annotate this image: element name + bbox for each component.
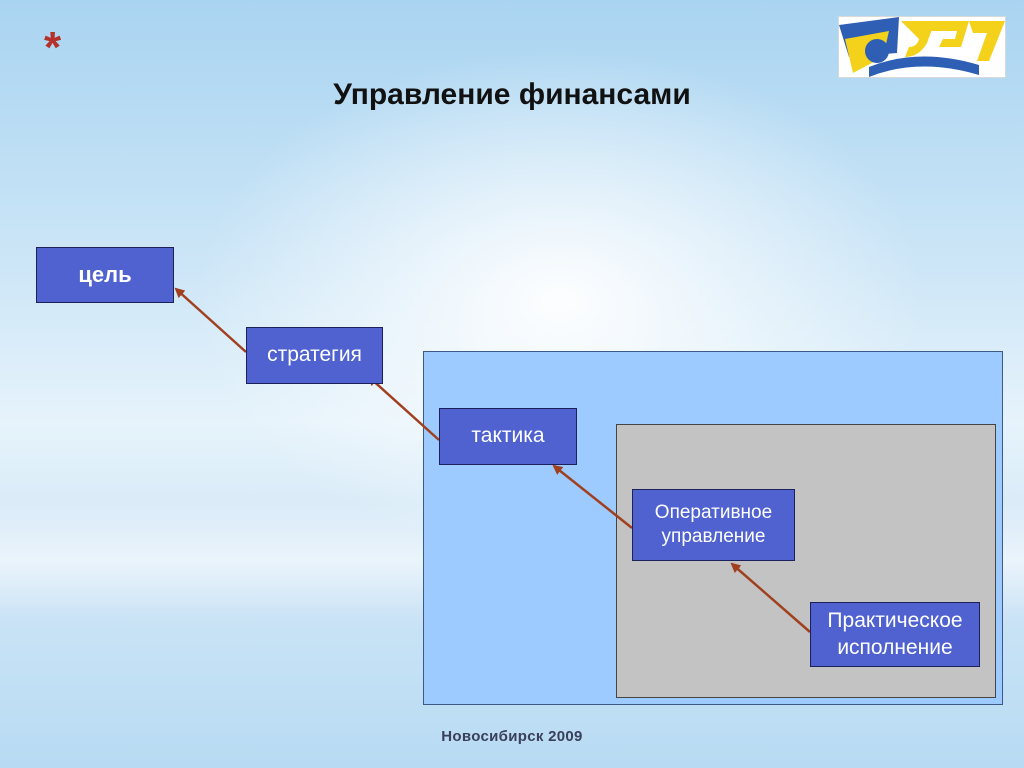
slide-title: Управление финансами [333,78,691,111]
node-tactics-label: тактика [471,424,545,448]
slide-footer: Новосибирск 2009 [441,728,583,745]
node-operational: Оперативное управление [632,489,795,561]
node-operational-label: Оперативное управление [654,502,773,547]
node-tactics: тактика [439,408,577,465]
logo-graphic [839,17,1005,77]
node-goal: цель [36,247,174,303]
node-strategy-label: стратегия [267,343,362,367]
node-practical: Практическое исполнение [810,602,980,667]
university-logo [838,16,1006,78]
node-goal-label: цель [78,262,132,288]
node-strategy: стратегия [246,327,383,384]
star-bullet-icon: * [44,23,62,72]
arrow-strategy-to-goal [174,287,247,353]
node-practical-label: Практическое исполнение [827,609,963,659]
